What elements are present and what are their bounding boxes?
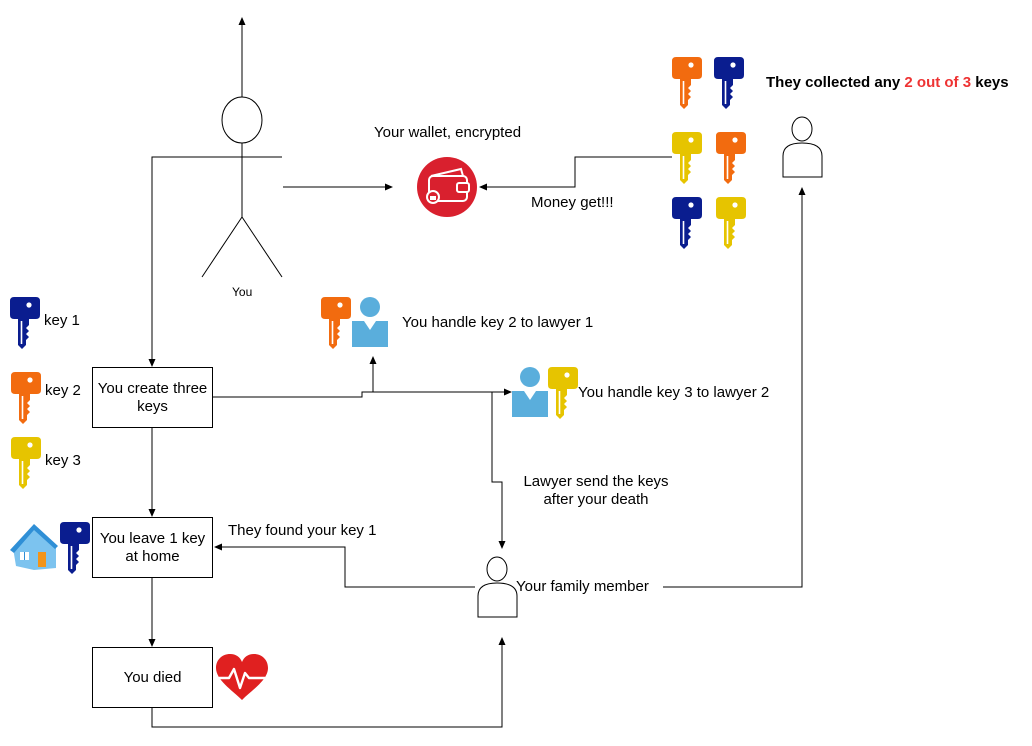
died-box: You died xyxy=(92,647,213,708)
collector-person-icon xyxy=(782,116,823,178)
create-keys-text: You create three keys xyxy=(97,379,208,415)
lawyer1-person-icon xyxy=(352,297,388,347)
you-label: You xyxy=(232,285,253,299)
pair3-key3-icon xyxy=(715,196,747,250)
collected-label: They collected any 2 out of 3 keys xyxy=(766,74,1009,92)
create-keys-box: You create three keys xyxy=(92,367,213,428)
pair3-key1-icon xyxy=(671,196,703,250)
lawyer2-key3-icon xyxy=(547,366,579,420)
family-member-icon xyxy=(477,556,518,618)
heart-pulse-icon xyxy=(216,654,268,700)
pair1-key2-icon xyxy=(671,56,703,110)
collected-prefix: They collected any xyxy=(766,74,905,91)
pair2-key3-icon xyxy=(671,131,703,185)
lawyer-send-line1: Lawyer send the keys xyxy=(523,473,669,490)
connectors xyxy=(148,17,806,728)
home-key1-icon xyxy=(59,521,91,575)
arrow-keys-to-wallet xyxy=(479,156,672,191)
house-icon xyxy=(10,524,58,570)
arrow-you-to-create xyxy=(148,156,202,367)
leave-key-box: You leave 1 key at home xyxy=(92,517,213,578)
collected-highlight: 2 out of 3 xyxy=(904,74,972,91)
family-label: Your family member xyxy=(516,578,649,595)
leave-key-text: You leave 1 key at home xyxy=(99,529,206,565)
wallet-lock-icon xyxy=(417,157,477,217)
key3-legend-label: key 3 xyxy=(45,452,81,469)
key1-legend-label: key 1 xyxy=(44,312,80,329)
arrow-died-to-family xyxy=(151,637,506,728)
collected-suffix: keys xyxy=(971,74,1009,91)
arrow-family-to-leave xyxy=(214,543,475,588)
lawyer1-key2-icon xyxy=(320,296,352,350)
money-label: Money get!!! xyxy=(531,194,614,211)
key2-legend-label: key 2 xyxy=(45,382,81,399)
lawyer1-label: You handle key 2 to lawyer 1 xyxy=(402,314,594,331)
arrow-create-to-lawyer1 xyxy=(213,356,377,398)
key2-legend-icon xyxy=(10,371,42,425)
died-text: You died xyxy=(123,668,182,686)
lawyer-send-label: Lawyer send the keys after your death xyxy=(510,473,682,509)
found-key-label: They found your key 1 xyxy=(228,522,377,539)
lawyer-send-line2: after your death xyxy=(543,491,649,508)
arrow-lawyers-to-family xyxy=(491,392,506,549)
lawyer2-person-icon xyxy=(512,367,548,417)
pair1-key1-icon xyxy=(713,56,745,110)
key1-legend-icon xyxy=(9,296,41,350)
pair2-key2-icon xyxy=(715,131,747,185)
key3-legend-icon xyxy=(10,436,42,490)
wallet-label: Your wallet, encrypted xyxy=(374,124,522,141)
arrow-family-to-collector xyxy=(663,187,806,588)
lawyer2-label: You handle key 3 to lawyer 2 xyxy=(578,384,770,401)
you-stick-figure xyxy=(201,96,283,278)
